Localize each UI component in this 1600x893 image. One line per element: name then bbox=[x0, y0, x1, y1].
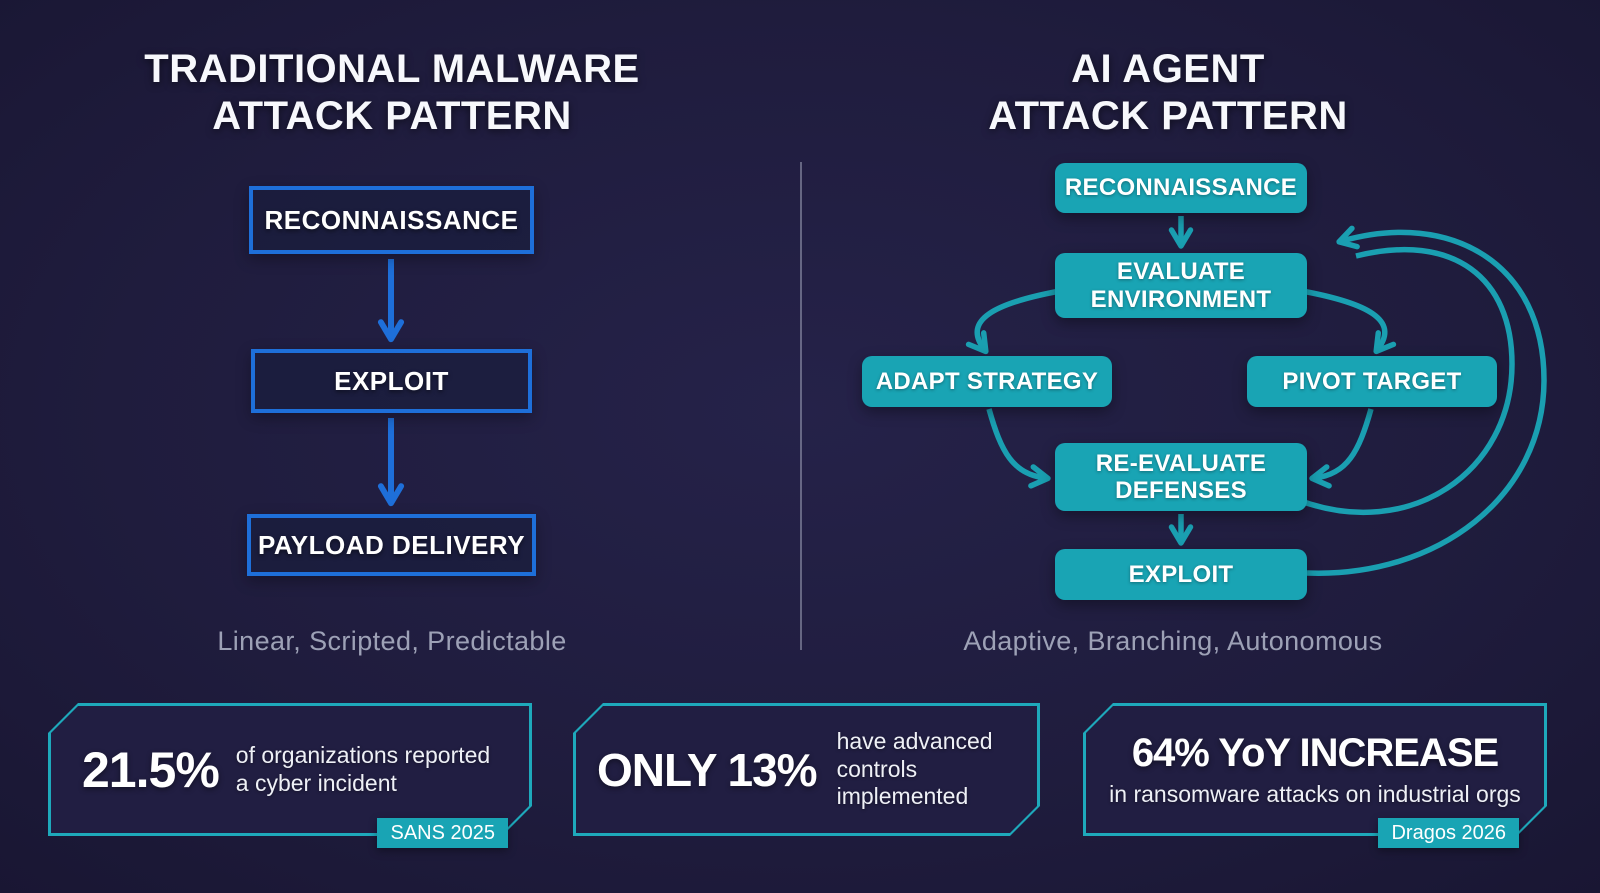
flow-box-label: RECONNAISSANCE bbox=[1064, 174, 1298, 202]
arrow-pivot-to-reevaluate bbox=[1309, 408, 1374, 489]
stat-description: of organizations reported a cyber incide… bbox=[235, 741, 491, 796]
stat-value: 64% YoY INCREASE bbox=[1131, 730, 1499, 775]
flow-box-adapt-strategy: ADAPT STRATEGY bbox=[862, 356, 1112, 407]
arrow-evaluate-to-adapt bbox=[965, 288, 1061, 355]
flow-box-reconnaissance-right: RECONNAISSANCE bbox=[1055, 163, 1307, 213]
arrow-adapt-to-reevaluate bbox=[986, 408, 1051, 489]
flow-box-exploit-right: EXPLOIT bbox=[1055, 549, 1307, 600]
stat-source-badge: Dragos 2026 bbox=[1378, 818, 1519, 848]
stat-card-content: 64% YoY INCREASE in ransomware attacks o… bbox=[1083, 703, 1547, 836]
left-panel-title: TRADITIONAL MALWARE ATTACK PATTERN bbox=[60, 46, 724, 140]
flow-box-evaluate-environment: EVALUATE ENVIRONMENT bbox=[1055, 253, 1307, 318]
stat-card-content: ONLY 13% have advanced controls implemen… bbox=[573, 703, 1040, 836]
stat-card-incidents: 21.5% of organizations reported a cyber … bbox=[48, 703, 532, 848]
flow-box-exploit-left: EXPLOIT bbox=[251, 349, 532, 413]
flow-box-label: PIVOT TARGET bbox=[1282, 367, 1462, 395]
stat-card-background bbox=[576, 706, 1037, 833]
left-panel-caption: Linear, Scripted, Predictable bbox=[217, 626, 567, 656]
right-title-line1: AI AGENT bbox=[1071, 47, 1265, 91]
flow-box-payload-delivery: PAYLOAD DELIVERY bbox=[247, 514, 536, 576]
stat-description: in ransomware attacks on industrial orgs bbox=[1109, 780, 1521, 807]
arrow-evaluate-to-pivot bbox=[1301, 288, 1397, 355]
right-panel-title: AI AGENT ATTACK PATTERN bbox=[878, 46, 1458, 140]
flow-box-label: ADAPT STRATEGY bbox=[875, 367, 1099, 395]
stat-card-background bbox=[51, 706, 529, 833]
stat-value: ONLY 13% bbox=[597, 743, 818, 796]
flow-box-label: PAYLOAD DELIVERY bbox=[257, 529, 526, 560]
left-title-line1: TRADITIONAL MALWARE bbox=[144, 47, 640, 91]
flow-box-reconnaissance-left: RECONNAISSANCE bbox=[249, 186, 534, 254]
flow-box-label: EVALUATE ENVIRONMENT bbox=[1090, 258, 1272, 313]
stat-card-background bbox=[1086, 706, 1544, 833]
stat-card-ransomware: 64% YoY INCREASE in ransomware attacks o… bbox=[1083, 703, 1547, 848]
flow-box-label: EXPLOIT bbox=[334, 365, 449, 396]
stat-description: have advanced controls implemented bbox=[836, 728, 993, 810]
left-title-line2: ATTACK PATTERN bbox=[212, 93, 572, 138]
flow-box-pivot-target: PIVOT TARGET bbox=[1247, 356, 1497, 407]
stat-value: 21.5% bbox=[82, 741, 220, 798]
flow-box-label: EXPLOIT bbox=[1128, 560, 1234, 588]
right-title-line2: ATTACK PATTERN bbox=[988, 93, 1348, 138]
flow-box-reevaluate-defenses: RE-EVALUATE DEFENSES bbox=[1055, 443, 1307, 511]
flow-box-label: RECONNAISSANCE bbox=[264, 204, 519, 235]
stat-card-content: 21.5% of organizations reported a cyber … bbox=[48, 703, 532, 836]
right-panel-caption: Adaptive, Branching, Autonomous bbox=[963, 626, 1383, 656]
stat-card-controls: ONLY 13% have advanced controls implemen… bbox=[573, 703, 1040, 836]
stat-source-badge: SANS 2025 bbox=[377, 818, 508, 848]
flow-box-label: RE-EVALUATE DEFENSES bbox=[1095, 449, 1267, 504]
vertical-divider bbox=[800, 162, 802, 650]
